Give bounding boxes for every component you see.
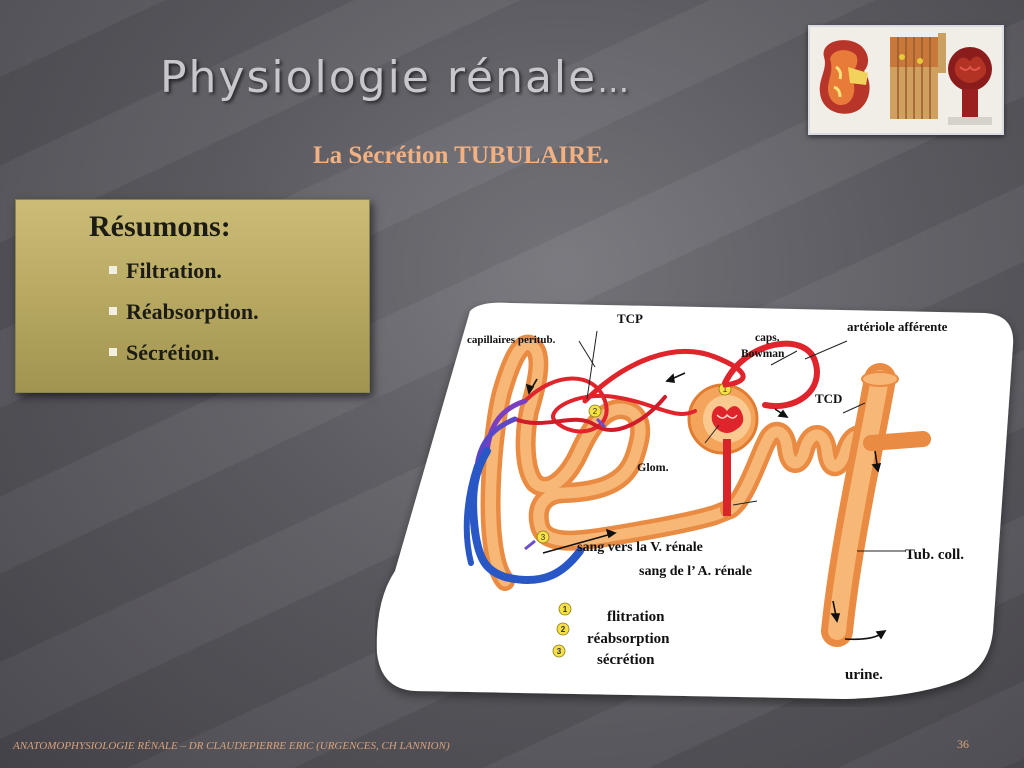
svg-text:3: 3: [541, 533, 546, 542]
diagram-legend: 1 flitration 2 réabsorption 3 sécrétion: [552, 602, 670, 668]
legend-label-2: réabsorption: [587, 631, 670, 647]
blood-vessels: [463, 340, 820, 585]
slide-title-text: Physiologie rénale: [160, 52, 598, 103]
summary-item-secretion: Sécrétion.: [109, 340, 259, 381]
nephron-diagram: 1 2 3: [375, 301, 1020, 707]
legend-num-1: 1: [563, 605, 568, 614]
slide-footer: ANATOMOPHYSIOLOGIE RÉNALE – DR CLAUDEPIE…: [13, 740, 450, 752]
summary-item-reabsorption: Réabsorption.: [109, 299, 259, 340]
label-caps: caps.: [755, 332, 780, 344]
legend-num-3: 3: [557, 647, 562, 656]
summary-item-filtration: Filtration.: [109, 258, 259, 299]
label-sang-de: sang de l’ A. rénale: [639, 564, 752, 579]
kidney-models-picture: [810, 27, 1002, 133]
legend-marker-1: [558, 602, 572, 616]
label-urine: urine.: [845, 667, 883, 683]
label-arteriole: artériole afférente: [847, 319, 948, 334]
summary-list: Filtration. Réabsorption. Sécrétion.: [109, 258, 259, 381]
square-bullet-icon: [109, 348, 117, 356]
bowman-capsule: 1: [687, 382, 759, 516]
secretion-marker: 3: [524, 530, 550, 551]
reabsorption-marker: 2: [588, 404, 607, 429]
slide-title: Physiologie rénale…: [160, 52, 631, 103]
label-tcd: TCD: [815, 391, 842, 406]
label-tcp: TCP: [617, 311, 643, 326]
diagram-labels: TCP capillaires peritub. caps. Bowman ar…: [467, 311, 964, 683]
legend-num-2: 2: [561, 625, 566, 634]
label-bowman: Bowman: [741, 348, 785, 360]
kidney-models-image: [808, 25, 1004, 135]
legend-label-1: flitration: [607, 609, 665, 625]
legend-marker-2: [556, 622, 570, 636]
legend-label-3: sécrétion: [597, 652, 655, 668]
label-capillaires: capillaires peritub.: [467, 334, 556, 346]
svg-text:2: 2: [593, 407, 598, 416]
label-glom: Glom.: [637, 460, 669, 474]
label-leader-lines: [578, 330, 905, 552]
legend-marker-3: [552, 644, 566, 658]
slide-title-ellipsis: …: [597, 62, 632, 100]
svg-text:1: 1: [723, 385, 728, 394]
flow-arrows: [525, 372, 887, 641]
nephron-diagram-svg: 1 2 3: [376, 302, 1014, 699]
square-bullet-icon: [109, 307, 117, 315]
slide-subtitle: La Sécrétion TUBULAIRE.: [313, 142, 610, 169]
label-sang-vers: sang vers la V. rénale: [577, 540, 703, 555]
summary-box: Résumons: Filtration. Réabsorption. Sécr…: [15, 199, 370, 393]
page-number: 36: [957, 737, 969, 751]
summary-heading: Résumons:: [89, 210, 231, 243]
label-tub-coll: Tub. coll.: [905, 547, 964, 563]
square-bullet-icon: [109, 266, 117, 274]
